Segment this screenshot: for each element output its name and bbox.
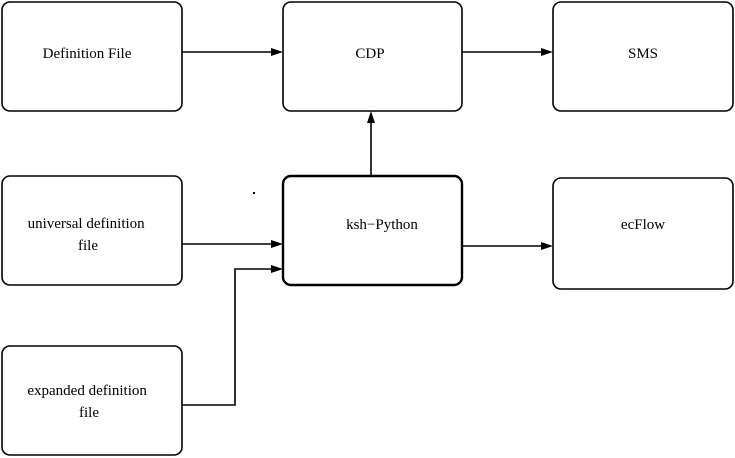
- svg-text:universal definition fil: universal definition file: [28, 216, 149, 254]
- node-label-line: universal definition: [28, 216, 146, 232]
- svg-text:Definition File: Definition File: [43, 46, 132, 62]
- node-label-line: file: [78, 238, 98, 254]
- node-label-line: ksh−Python: [346, 217, 418, 233]
- node-label-line: file: [79, 405, 99, 421]
- edge-definition-file-to-cdp: [182, 48, 283, 56]
- node-ecflow: ecFlow: [552, 177, 734, 290]
- node-label-line: SMS: [628, 46, 658, 62]
- edge-universal-to-ksh-python: [182, 240, 283, 248]
- node-ksh-python: ksh−Python: [281, 174, 464, 287]
- node-label-line: ecFlow: [621, 217, 665, 233]
- edge-ksh-python-to-cdp: [367, 111, 375, 176]
- svg-text:expanded definition file: expanded definition file: [27, 383, 150, 421]
- node-label-line: Definition File: [43, 46, 132, 62]
- edge-cdp-to-sms: [462, 48, 553, 56]
- node-cdp: CDP: [282, 1, 463, 112]
- node-label-line: expanded definition: [27, 383, 147, 399]
- edge-expanded-to-ksh-python: [182, 265, 283, 406]
- svg-text:ksh−Python: ksh−Python: [346, 217, 418, 233]
- node-sms: SMS: [552, 1, 734, 112]
- svg-text:SMS: SMS: [628, 46, 658, 62]
- node-label-line: CDP: [355, 46, 384, 62]
- svg-text:ecFlow: ecFlow: [621, 217, 665, 233]
- stray-dot: [253, 192, 255, 194]
- node-definition-file: Definition File: [1, 1, 183, 112]
- node-universal-definition-file: universal definition file: [1, 175, 183, 286]
- edge-ksh-python-to-ecflow: [462, 242, 553, 250]
- edges: [182, 48, 553, 406]
- svg-text:CDP: CDP: [355, 46, 384, 62]
- node-expanded-definition-file: expanded definition file: [1, 345, 183, 456]
